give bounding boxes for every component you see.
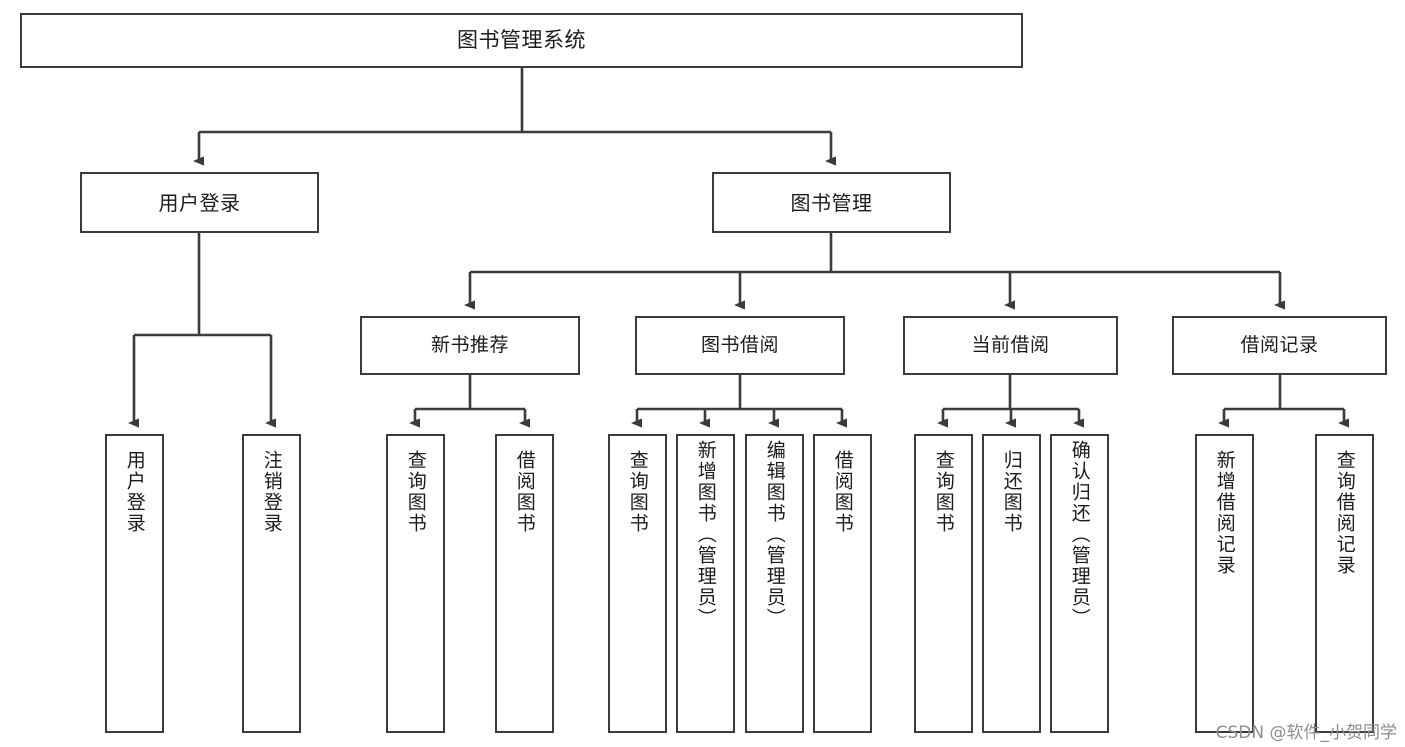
node-leaf-query-record[interactable]: 查询借阅记录 (1315, 434, 1374, 733)
node-label: 借阅图书 (513, 450, 536, 534)
node-label: 编辑图书（管理员） (763, 440, 786, 629)
node-label: 查询图书 (626, 450, 649, 534)
node-leaf-query-book-3[interactable]: 查询图书 (914, 434, 973, 733)
node-label: 图书管理系统 (457, 28, 586, 52)
node-book-borrow[interactable]: 图书借阅 (635, 316, 845, 375)
csdn-watermark: CSDN @软件_小贺同学 (1215, 723, 1397, 743)
node-leaf-add-book[interactable]: 新增图书（管理员） (676, 434, 735, 733)
node-leaf-query-book-1[interactable]: 查询图书 (386, 434, 445, 733)
node-label: 图书借阅 (700, 334, 779, 356)
node-label: 注销登录 (260, 450, 283, 534)
node-label: 新增借阅记录 (1213, 450, 1236, 576)
node-label: 查询图书 (404, 450, 427, 534)
node-label: 借阅图书 (831, 450, 854, 534)
node-label: 新增图书（管理员） (694, 440, 717, 629)
node-root-system[interactable]: 图书管理系统 (20, 13, 1023, 68)
node-label: 用户登录 (123, 450, 146, 534)
node-label: 图书管理 (790, 190, 873, 215)
node-borrow-record[interactable]: 借阅记录 (1172, 316, 1387, 375)
node-new-book-recommend[interactable]: 新书推荐 (360, 316, 580, 375)
node-leaf-query-book-2[interactable]: 查询图书 (608, 434, 667, 733)
node-label: 新书推荐 (430, 334, 509, 356)
node-label: 确认归还（管理员） (1068, 440, 1091, 629)
node-leaf-user-login[interactable]: 用户登录 (105, 434, 164, 733)
node-leaf-logout-login[interactable]: 注销登录 (242, 434, 301, 733)
node-leaf-edit-book[interactable]: 编辑图书（管理员） (745, 434, 804, 733)
node-book-management[interactable]: 图书管理 (712, 172, 951, 233)
node-leaf-confirm-return[interactable]: 确认归还（管理员） (1050, 434, 1109, 733)
node-user-login[interactable]: 用户登录 (80, 172, 319, 233)
node-label: 用户登录 (158, 190, 241, 215)
node-label: 查询图书 (932, 450, 955, 534)
node-leaf-add-record[interactable]: 新增借阅记录 (1195, 434, 1254, 733)
node-leaf-borrow-book-2[interactable]: 借阅图书 (813, 434, 872, 733)
node-leaf-borrow-book-1[interactable]: 借阅图书 (495, 434, 554, 733)
node-current-borrow[interactable]: 当前借阅 (903, 316, 1118, 375)
node-label: 当前借阅 (971, 334, 1050, 356)
node-label: 查询借阅记录 (1333, 450, 1356, 576)
node-leaf-return-book[interactable]: 归还图书 (982, 434, 1041, 733)
node-label: 归还图书 (1000, 450, 1023, 534)
node-label: 借阅记录 (1240, 334, 1319, 356)
